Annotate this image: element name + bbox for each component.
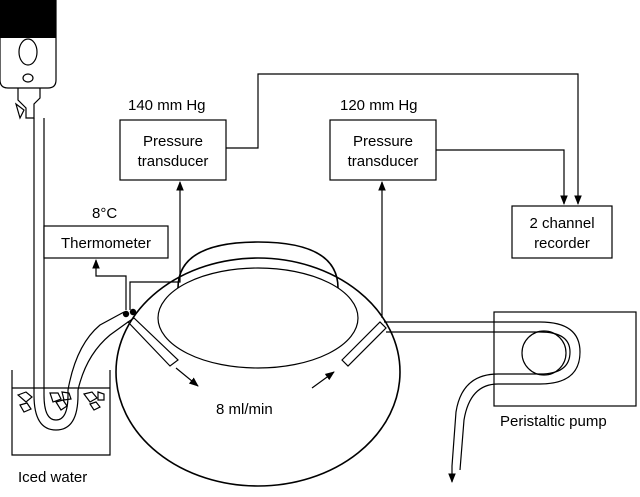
- right-signal-line: [436, 149, 568, 205]
- thermometer-label: Thermometer: [61, 235, 151, 252]
- reservoir-bottle: [0, 0, 57, 120]
- right-transducer-box: [329, 119, 437, 181]
- pump-rotor: [521, 330, 567, 376]
- thermometer-box: [43, 225, 169, 259]
- outflow-arrow: [311, 371, 335, 389]
- left-transducer-label-2: transducer: [138, 153, 209, 170]
- right-pressure-label: 120 mm Hg: [340, 97, 418, 114]
- recorder-label-2: recorder: [534, 235, 590, 252]
- left-signal-line: [226, 73, 582, 205]
- inflow-arrow: [175, 367, 199, 387]
- iced-water-label: Iced water: [18, 469, 87, 486]
- junction-dot-1: [122, 310, 130, 318]
- left-pressure-label: 140 mm Hg: [128, 97, 206, 114]
- temperature-label: 8°C: [92, 205, 117, 222]
- inflow-tube: [33, 118, 129, 431]
- peristaltic-pump-box: [493, 311, 637, 407]
- outflow-tube: [384, 321, 581, 483]
- left-pressure-line: [129, 181, 184, 310]
- recorder-box: [511, 205, 613, 259]
- recorder-label-1: 2 channel: [529, 215, 594, 232]
- right-transducer-label-2: transducer: [348, 153, 419, 170]
- right-transducer-label-1: Pressure: [353, 133, 413, 150]
- ice-bath: [11, 370, 111, 456]
- organ-chamber: [115, 241, 401, 487]
- left-transducer-label-1: Pressure: [143, 133, 203, 150]
- thermometer-line: [92, 259, 127, 310]
- pump-label: Peristaltic pump: [500, 413, 607, 430]
- left-transducer-box: [119, 119, 227, 181]
- flow-rate-label: 8 ml/min: [216, 401, 273, 418]
- junction-dot-2: [129, 308, 137, 316]
